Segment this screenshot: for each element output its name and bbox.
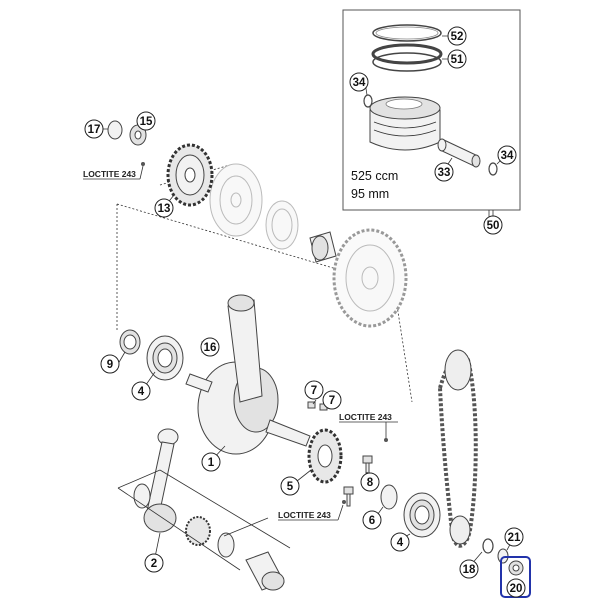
loctite-callout-right: LOCTITE 243 [339,412,398,438]
crank-gear-5 [307,428,343,484]
svg-text:LOCTITE 243: LOCTITE 243 [83,169,136,179]
svg-text:51: 51 [451,54,464,66]
callout-50: 50 [483,215,503,235]
svg-text:16: 16 [204,342,217,354]
callout-17: 17 [84,119,104,139]
svg-text:4: 4 [138,386,145,398]
svg-text:20: 20 [510,583,523,595]
needle-bearing [309,231,337,263]
callout-34-right: 34 [497,145,517,165]
svg-text:34: 34 [353,77,366,89]
svg-text:13: 13 [158,203,171,215]
svg-text:8: 8 [367,477,374,489]
circlip-18 [482,538,494,554]
crankshaft [185,294,311,455]
svg-text:34: 34 [501,150,514,162]
svg-text:1: 1 [208,457,215,469]
svg-text:LOCTITE 243: LOCTITE 243 [339,412,392,422]
svg-text:15: 15 [140,116,153,128]
piston-spec-displacement: 525 ccm [351,169,398,183]
svg-text:9: 9 [107,359,113,371]
bolt-8 [343,486,354,507]
piston-pin [437,138,481,168]
piston-ring-51 [371,43,443,72]
svg-text:4: 4 [397,537,404,549]
piston [369,96,441,151]
svg-text:18: 18 [463,564,476,576]
thrust-washer-right [217,532,235,558]
svg-text:33: 33 [438,167,451,179]
loctite-callout-top: LOCTITE 243 [83,165,144,180]
callout-5: 5 [280,476,300,496]
circlip-34-right [488,162,498,176]
callout-13: 13 [154,198,174,218]
callout-8: 8 [360,472,380,492]
nut-20 [508,560,524,576]
crank-pin [245,551,285,591]
circlip-34-left [363,94,373,108]
svg-text:5: 5 [287,481,294,493]
callout-15: 15 [136,111,156,131]
shaft-seal-9 [119,329,141,355]
callout-16: 16 [200,337,220,357]
large-gear [332,228,408,328]
callout-21: 21 [504,527,524,547]
svg-text:6: 6 [369,515,375,527]
callout-33: 33 [434,162,454,182]
callout-4-left: 4 [131,381,151,401]
rotor-ghost [209,163,263,237]
spacer-6 [380,484,398,510]
svg-text:50: 50 [487,220,500,232]
svg-text:21: 21 [508,532,521,544]
callout-7-right: 7 [322,390,342,410]
washer-17 [107,120,123,140]
svg-text:17: 17 [88,124,101,136]
gear-13 [166,143,214,207]
callout-7-left: 7 [304,380,324,400]
main-bearing-4-left [146,335,184,381]
callout-1: 1 [201,452,221,472]
conrod-needle-cage [185,516,211,546]
bearing-cage-ghost [265,200,299,250]
callout-52: 52 [447,26,467,46]
callout-20: 20 [506,578,526,598]
callout-9: 9 [100,354,120,374]
svg-text:2: 2 [151,558,157,570]
piston-spec-bore: 95 mm [351,187,389,201]
callout-51: 51 [447,49,467,69]
main-bearing-4-right [403,492,441,538]
callout-4-right: 4 [390,532,410,552]
callout-34-left: 34 [349,72,369,92]
bolt-right [362,455,373,474]
svg-text:7: 7 [329,395,335,407]
svg-text:LOCTITE 243: LOCTITE 243 [278,510,331,520]
timing-chain [437,349,478,548]
callout-2: 2 [144,553,164,573]
callout-6: 6 [362,510,382,530]
thrust-washer-left [133,483,151,509]
svg-text:52: 52 [451,31,464,43]
piston-ring-52 [372,24,442,42]
loctite-callout-bottom: LOCTITE 243 [278,504,344,521]
svg-text:7: 7 [311,385,317,397]
callout-18: 18 [459,559,479,579]
woodruff-key-7a [307,401,316,409]
